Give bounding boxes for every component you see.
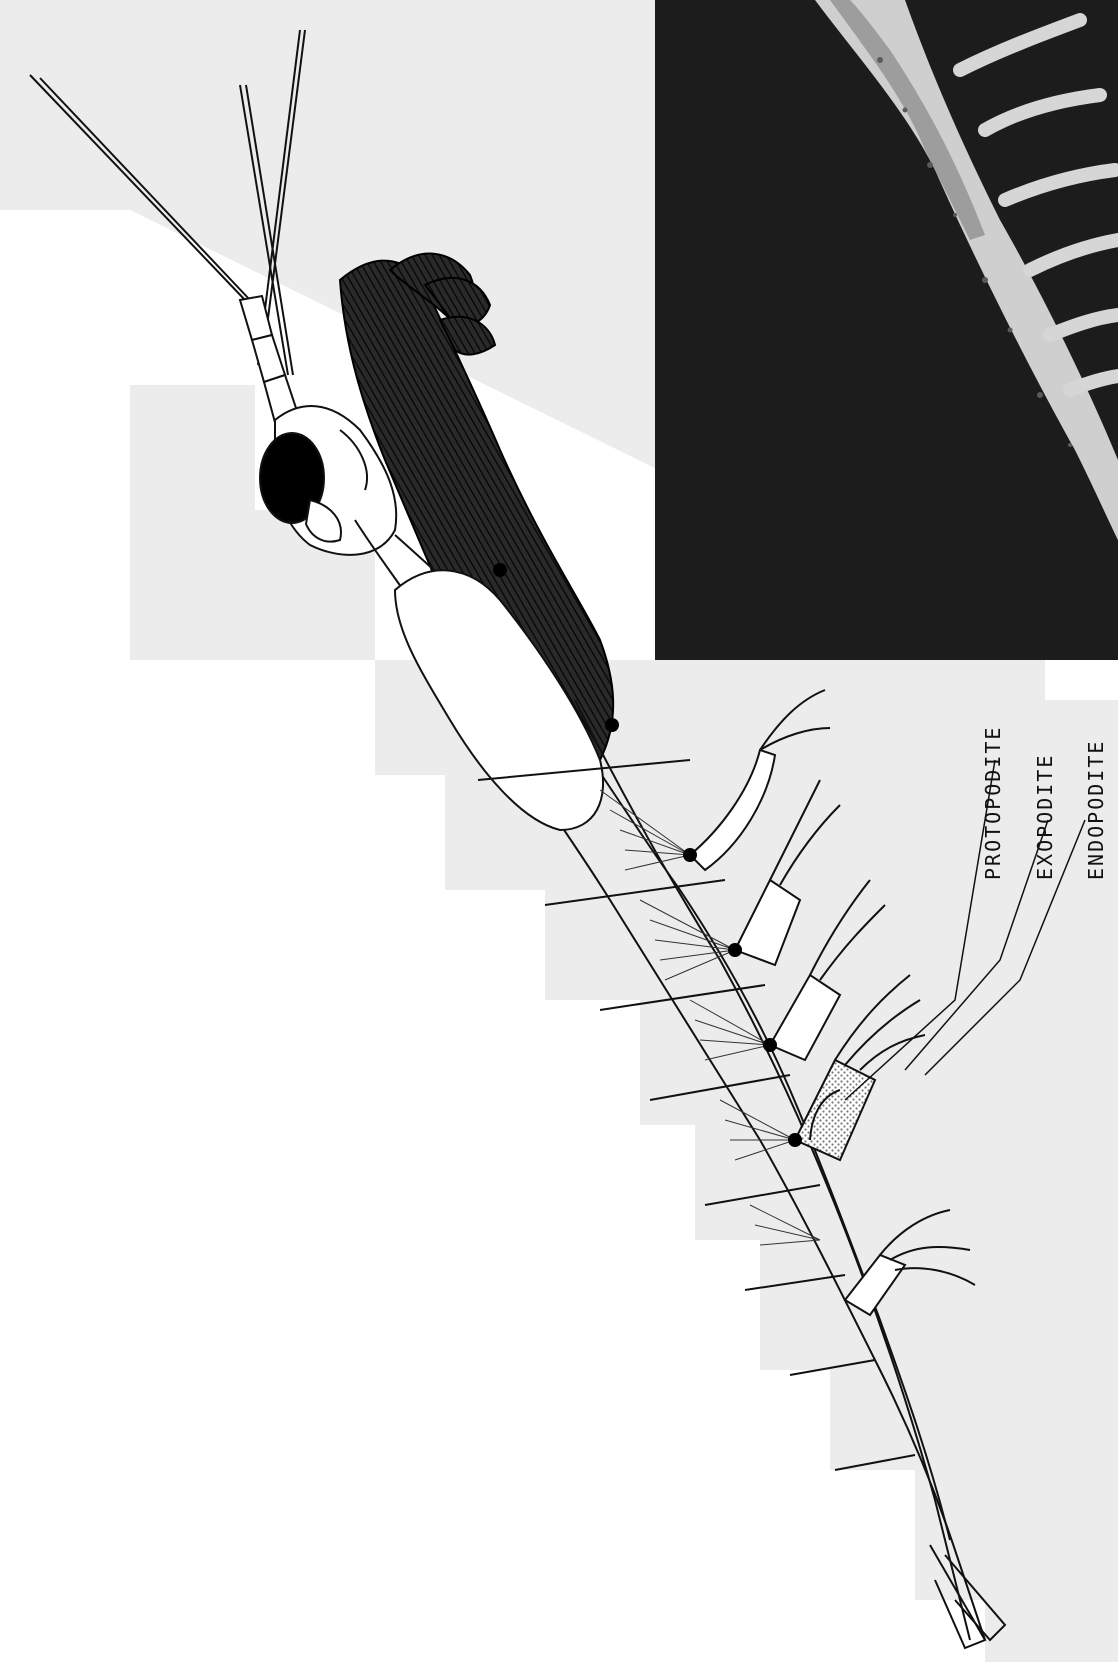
label-exopodite: EXOPODITE xyxy=(1033,754,1057,880)
label-protopodite: PROTOPODITE xyxy=(981,726,1005,880)
photo-panel xyxy=(655,0,1118,660)
label-endopodite: ENDOPODITE xyxy=(1084,740,1108,880)
